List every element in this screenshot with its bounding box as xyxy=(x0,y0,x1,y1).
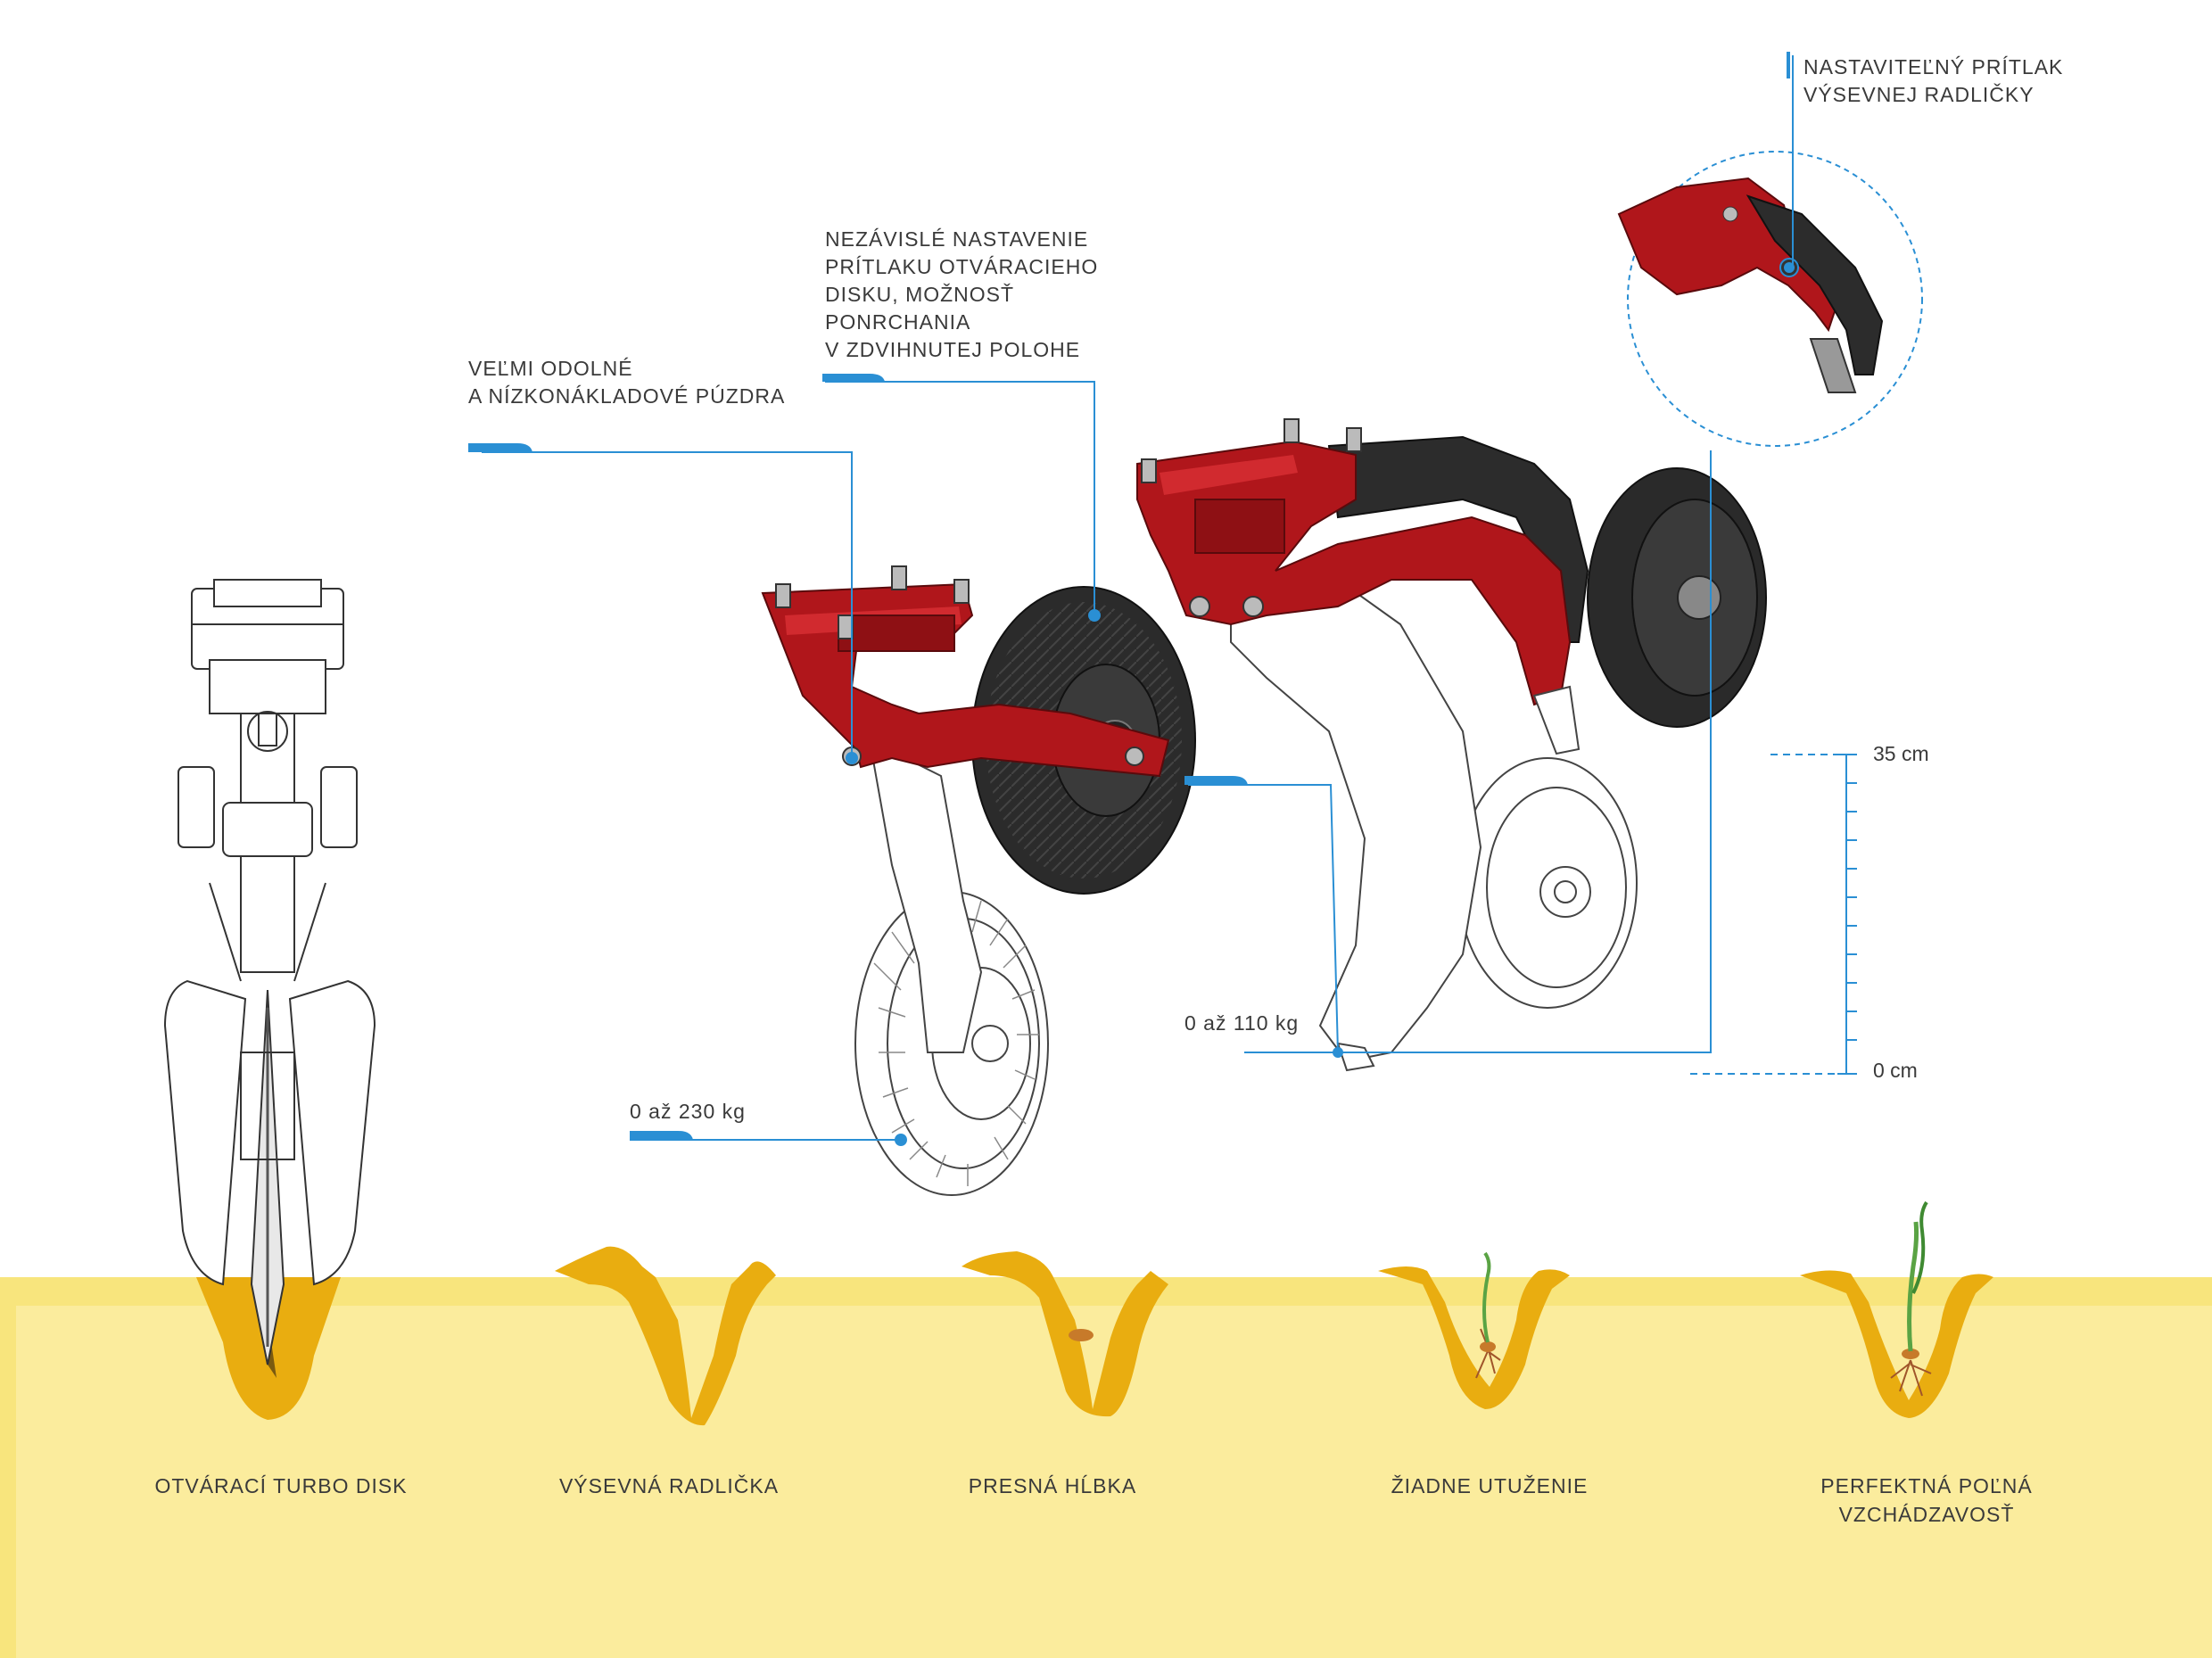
scale-bottom-label: 0 cm xyxy=(1873,1059,1918,1082)
depth-scale xyxy=(1690,754,1857,1075)
soil-ground xyxy=(0,1277,2212,1658)
callout-markers xyxy=(468,52,1795,1146)
front-view-unit xyxy=(163,579,376,1365)
callout-load-coulter: 0 až 110 kg xyxy=(1184,1011,1300,1035)
callout-load-disc: 0 až 230 kg xyxy=(630,1100,746,1123)
callout-coulter-pressure: NASTAVITEĽNÝ PRÍTLAK VÝSEVNEJ RADLIČKY xyxy=(1803,55,2064,106)
stage-label-3: PRESNÁ HĹBKA xyxy=(968,1474,1137,1497)
stage-label-1: OTVÁRACÍ TURBO DISK xyxy=(154,1474,408,1497)
middle-unit xyxy=(761,565,1196,1196)
right-unit xyxy=(1136,418,1767,1072)
furrow-2 xyxy=(555,1246,776,1426)
callout-housing: VEĽMI ODOLNÉ A NÍZKONÁKLADOVÉ PÚZDRA xyxy=(468,357,786,408)
stage-label-2: VÝSEVNÁ RADLIČKA xyxy=(558,1474,780,1497)
furrow-3 xyxy=(962,1251,1168,1417)
stage-label-4: ŽIADNE UTUŽENIE xyxy=(1391,1474,1589,1497)
furrow-5 xyxy=(1800,1200,1993,1418)
furrow-4 xyxy=(1378,1251,1570,1409)
detail-inset xyxy=(1617,151,1923,447)
stage-label-5: PERFEKTNÁ POĽNÁ VZCHÁDZAVOSŤ xyxy=(1820,1474,2033,1526)
callout-disc-pressure: NEZÁVISLÉ NASTAVENIE PRÍTLAKU OTVÁRACIEH… xyxy=(825,227,1099,361)
scale-top-label: 35 cm xyxy=(1873,742,1929,765)
